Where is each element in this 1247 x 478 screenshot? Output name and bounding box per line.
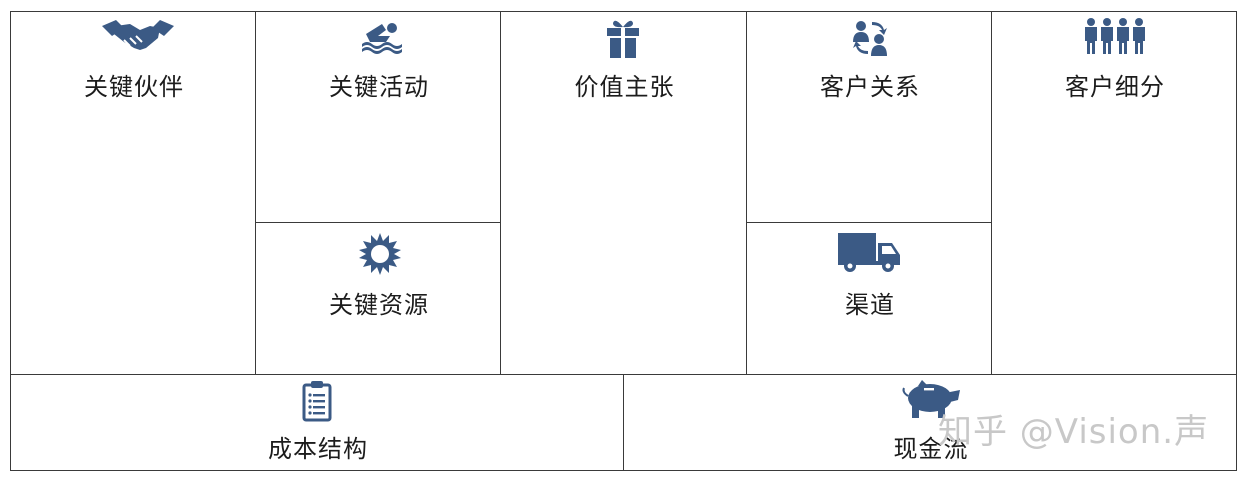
watermark-text: 知乎 @Vision.声 xyxy=(938,412,1210,452)
channels-block: 渠道 xyxy=(746,222,992,375)
customer-relationships-title: 客户关系 xyxy=(820,73,920,101)
value-propositions-block: 价值主张 xyxy=(500,11,747,375)
revenue-streams-block: 现金流 xyxy=(623,374,1237,471)
handshake-icon xyxy=(102,20,174,50)
swimmer-icon xyxy=(362,23,402,54)
piggy-bank-icon xyxy=(902,380,960,418)
gift-icon xyxy=(607,20,639,58)
key-activities-title: 关键活动 xyxy=(329,73,429,101)
key-resources-title: 关键资源 xyxy=(329,291,429,319)
customer-relationships-block: 客户关系 xyxy=(746,11,992,223)
key-partners-title: 关键伙伴 xyxy=(84,73,184,101)
cost-structure-block: 成本结构 xyxy=(10,374,624,471)
key-activities-block: 关键活动 xyxy=(255,11,501,223)
channels-title: 渠道 xyxy=(845,291,895,319)
customer-segments-title: 客户细分 xyxy=(1065,73,1165,101)
revenue-streams-title: 现金流 xyxy=(893,435,969,463)
truck-icon xyxy=(838,233,900,272)
key-partners-block: 关键伙伴 xyxy=(10,11,256,375)
sun-icon xyxy=(359,233,401,275)
key-resources-block: 关键资源 xyxy=(255,222,501,375)
clipboard-icon xyxy=(302,381,332,422)
value-propositions-title: 价值主张 xyxy=(574,73,675,101)
customer-segments-block: 客户细分 xyxy=(991,11,1237,375)
people-exchange-icon xyxy=(853,21,887,56)
cost-structure-title: 成本结构 xyxy=(268,435,368,463)
people-group-icon xyxy=(1085,18,1145,54)
